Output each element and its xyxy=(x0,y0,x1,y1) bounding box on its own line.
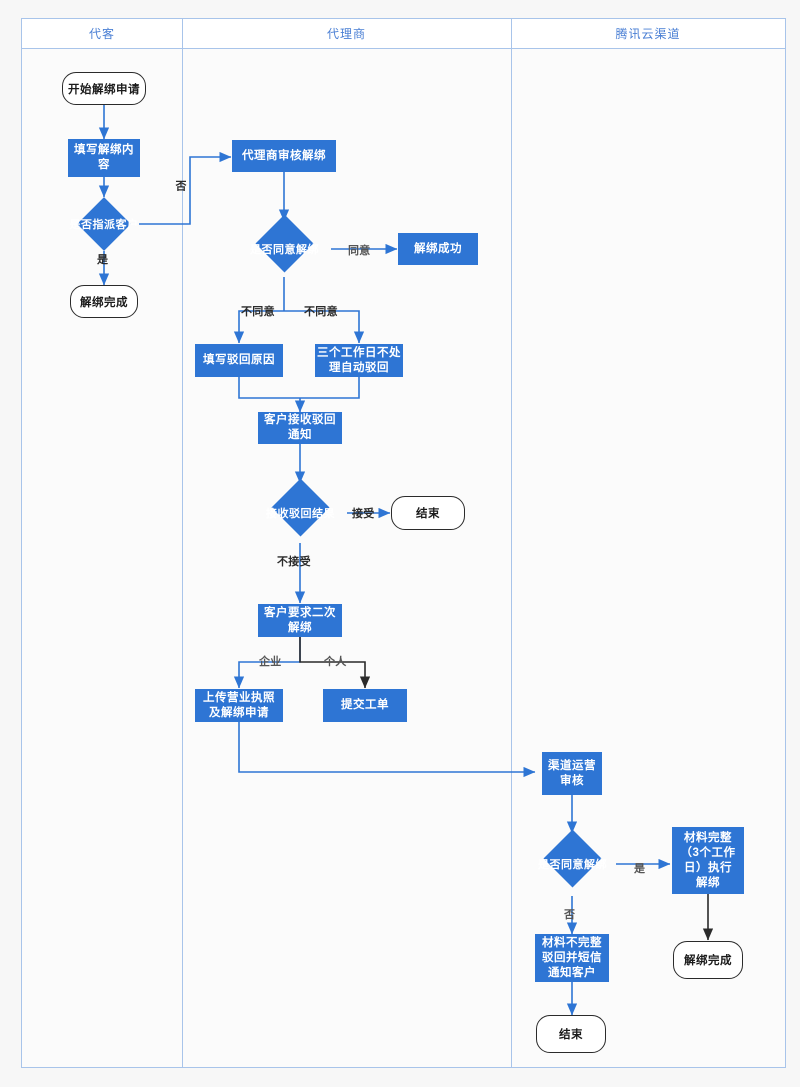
node-second-request-line2: 解绑 xyxy=(288,621,312,634)
swimlane-container: 代客 代理商 腾讯云渠道 xyxy=(21,18,786,1068)
node-reject-result[interactable]: 接收驳回结果 xyxy=(254,478,347,537)
node-material-reject-line2: 驳回并短信 xyxy=(542,951,602,964)
node-material-reject[interactable]: 材料不完整 驳回并短信 通知客户 xyxy=(535,934,609,982)
node-fill-content-line1: 填写解绑内 xyxy=(74,144,134,156)
node-material-reject-line3: 通知客户 xyxy=(548,966,596,979)
node-upload-license[interactable]: 上传营业执照 及解绑申请 xyxy=(195,689,283,722)
node-end-agent[interactable]: 结束 xyxy=(391,496,465,530)
edge-label-agree: 同意 xyxy=(348,245,371,257)
node-auto-reject-line2: 理自动驳回 xyxy=(329,361,389,374)
node-agree-unbind-label: 是否同意解绑 xyxy=(250,244,319,256)
node-second-request[interactable]: 客户要求二次 解绑 xyxy=(258,604,342,637)
edge-label-enterprise: 企业 xyxy=(259,656,282,668)
node-material-reject-line1: 材料不完整 xyxy=(542,936,602,949)
node-reject-result-label: 接收驳回结果 xyxy=(266,508,335,520)
node-material-complete-line3: 日）执行 xyxy=(684,861,732,874)
lane-header-agent: 代理商 xyxy=(326,27,366,41)
lane-divider-1 xyxy=(182,19,183,1067)
node-fill-reject-reason[interactable]: 填写驳回原因 xyxy=(195,344,283,377)
node-assign-customer[interactable]: 是否指派客户 xyxy=(66,197,142,251)
edge-label-individual: 个人 xyxy=(324,656,347,668)
node-channel-review[interactable]: 渠道运营 审核 xyxy=(542,752,602,795)
edge-label-no-channel: 否 xyxy=(564,909,576,921)
node-agree-unbind-2-label: 是否同意解绑 xyxy=(538,859,607,871)
node-unbind-success[interactable]: 解绑成功 xyxy=(398,233,478,265)
node-end-tencent[interactable]: 结束 xyxy=(536,1015,606,1053)
edge-label-yes-channel: 是 xyxy=(634,863,646,875)
node-assign-customer-label: 是否指派客户 xyxy=(69,219,139,231)
node-auto-reject-line1: 三个工作日不处 xyxy=(317,346,401,359)
edge-label-no-assign: 否 xyxy=(174,180,186,192)
node-unbind-done-right[interactable]: 解绑完成 xyxy=(673,941,743,979)
node-material-complete-line2: （3个工作 xyxy=(680,846,736,859)
node-auto-reject-3days[interactable]: 三个工作日不处 理自动驳回 xyxy=(315,344,403,377)
node-agree-unbind[interactable]: 是否同意解绑 xyxy=(238,214,331,273)
node-second-request-line1: 客户要求二次 xyxy=(264,606,336,619)
node-channel-review-line1: 渠道运营 xyxy=(548,759,596,772)
node-channel-review-line2: 审核 xyxy=(560,774,584,787)
edge-label-accept: 接受 xyxy=(352,508,375,520)
edge-label-not-accept: 不接受 xyxy=(277,556,311,568)
edge-label-disagree-left: 不同意 xyxy=(241,306,275,318)
node-upload-license-line2: 及解绑申请 xyxy=(209,706,269,719)
node-customer-notice[interactable]: 客户接收驳回 通知 xyxy=(258,412,342,444)
edge-label-disagree-right: 不同意 xyxy=(304,306,338,318)
node-fill-content-line2: 容 xyxy=(98,159,110,171)
node-material-complete-line4: 解绑 xyxy=(696,876,720,889)
node-start-apply[interactable]: 开始解绑申请 xyxy=(62,72,146,105)
lane-header-row: 代客 代理商 腾讯云渠道 xyxy=(22,19,785,49)
lane-header-customer: 代客 xyxy=(88,27,115,41)
node-agree-unbind-2[interactable]: 是否同意解绑 xyxy=(526,829,619,888)
node-material-complete[interactable]: 材料完整 （3个工作 日）执行 解绑 xyxy=(672,827,744,894)
edge-label-yes-assign: 是 xyxy=(97,254,109,266)
node-unbind-done-left[interactable]: 解绑完成 xyxy=(70,285,138,318)
node-fill-content[interactable]: 填写解绑内 容 xyxy=(68,139,140,177)
lane-header-tencent: 腾讯云渠道 xyxy=(615,27,681,41)
lane-divider-2 xyxy=(511,19,512,1067)
node-customer-notice-line1: 客户接收驳回 xyxy=(264,414,336,426)
node-upload-license-line1: 上传营业执照 xyxy=(203,691,275,704)
node-material-complete-line1: 材料完整 xyxy=(684,831,732,844)
node-submit-ticket[interactable]: 提交工单 xyxy=(323,689,407,722)
node-customer-notice-line2: 通知 xyxy=(288,429,312,441)
node-agent-review[interactable]: 代理商审核解绑 xyxy=(232,140,336,172)
